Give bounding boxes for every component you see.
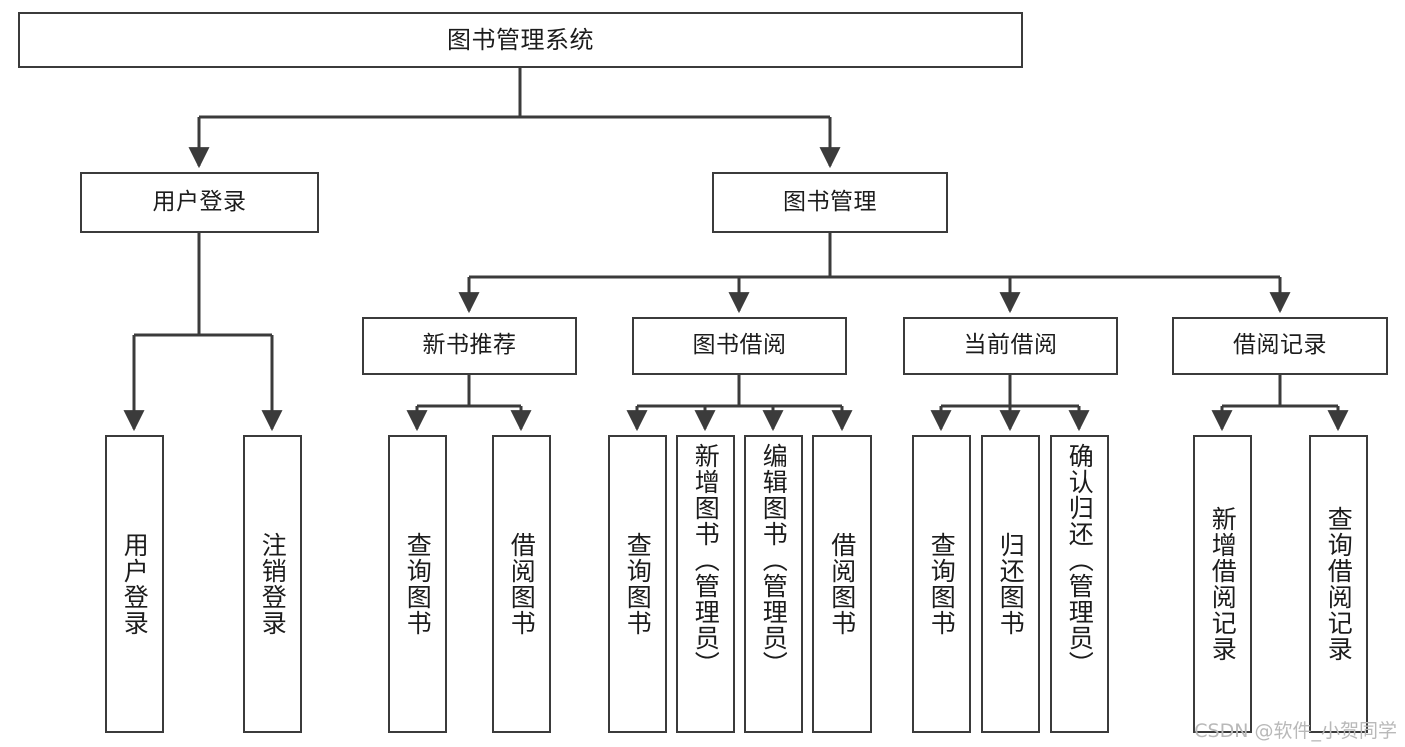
node-new-book-recommend[interactable]: 新书推荐 [362,317,577,375]
leaf-borrow-add-book[interactable]: 新增图书（管理员） [676,435,735,733]
node-book-management[interactable]: 图书管理 [712,172,948,233]
node-label: 图书管理系统 [447,25,594,54]
node-user-login[interactable]: 用户登录 [80,172,319,233]
node-label: 图书管理 [783,188,877,215]
node-label: 编辑图书（管理员） [759,443,789,677]
leaf-record-query-record[interactable]: 查询借阅记录 [1309,435,1368,733]
node-label: 当前借阅 [963,332,1058,359]
node-label: 确认归还（管理员） [1065,443,1095,677]
node-label: 查询图书 [927,532,957,636]
leaf-record-add-record[interactable]: 新增借阅记录 [1193,435,1252,733]
leaf-newbook-query-book[interactable]: 查询图书 [388,435,447,733]
node-label: 借阅图书 [827,532,857,636]
leaf-current-confirm-return[interactable]: 确认归还（管理员） [1050,435,1109,733]
node-label: 查询图书 [623,532,653,636]
node-label: 借阅图书 [507,532,537,636]
leaf-current-return-book[interactable]: 归还图书 [981,435,1040,733]
leaf-current-query-book[interactable]: 查询图书 [912,435,971,733]
leaf-user-logout[interactable]: 注销登录 [243,435,302,733]
node-current-borrow[interactable]: 当前借阅 [903,317,1118,375]
node-label: 借阅记录 [1233,332,1327,359]
leaf-user-login[interactable]: 用户登录 [105,435,164,733]
node-label: 新增图书（管理员） [691,443,721,677]
leaf-borrow-query-book[interactable]: 查询图书 [608,435,667,733]
node-borrow-record[interactable]: 借阅记录 [1172,317,1388,375]
node-label: 查询图书 [403,532,433,636]
node-label: 归还图书 [996,532,1026,636]
node-label: 图书借阅 [692,332,787,359]
node-label: 新增借阅记录 [1208,506,1238,662]
node-label: 用户登录 [120,532,150,636]
leaf-newbook-borrow-book[interactable]: 借阅图书 [492,435,551,733]
node-root-system[interactable]: 图书管理系统 [18,12,1023,68]
node-book-borrow[interactable]: 图书借阅 [632,317,847,375]
leaf-borrow-edit-book[interactable]: 编辑图书（管理员） [744,435,803,733]
leaf-borrow-borrow-book[interactable]: 借阅图书 [812,435,872,733]
node-label: 新书推荐 [422,332,517,359]
node-label: 用户登录 [152,188,247,215]
node-label: 注销登录 [258,532,288,636]
node-label: 查询借阅记录 [1324,506,1354,662]
